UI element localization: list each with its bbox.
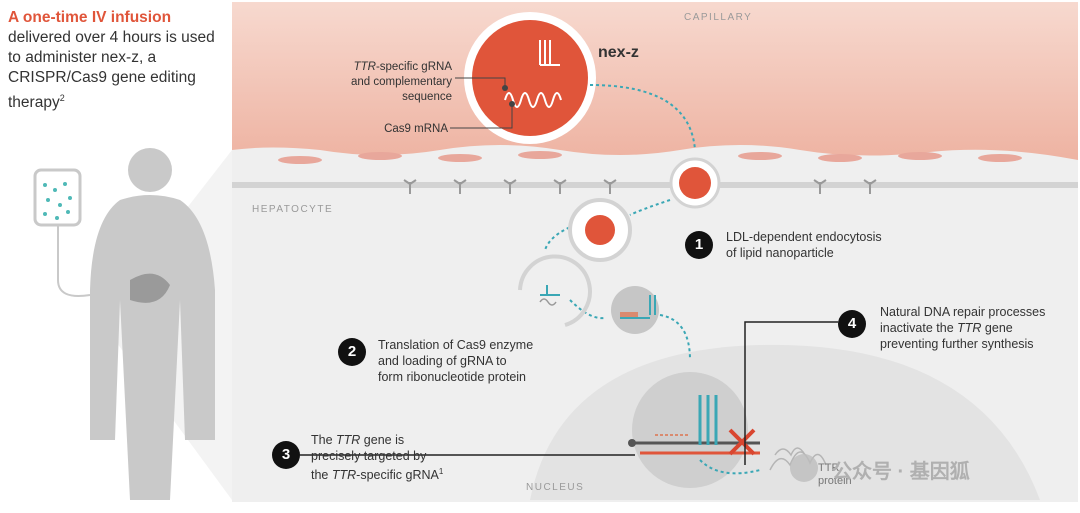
nucleolus <box>632 372 748 488</box>
grna-ttr: TTR <box>353 61 376 73</box>
step-3-line-1a: The <box>311 433 337 447</box>
step-1-line-2: of lipid nanoparticle <box>726 246 834 260</box>
step-2-line-3: form ribonucleotide protein <box>378 370 526 384</box>
intro-line-2: delivered over 4 hours is used <box>8 29 215 46</box>
intro-line-5-text: therapy <box>8 94 60 112</box>
step-3-line-1c: gene is <box>360 433 405 447</box>
hepatocyte-label: HEPATOCYTE <box>252 204 334 215</box>
step-3-line-3c: -specific gRNA <box>356 468 439 483</box>
ldl-receptors <box>403 179 877 194</box>
ttr-protein-label: TTR protein <box>818 462 852 488</box>
step-3-text: The TTR gene is precisely targeted by th… <box>311 432 443 483</box>
step-4-text: Natural DNA repair processes inactivate … <box>880 304 1045 352</box>
liver-icon <box>130 273 170 303</box>
pathway-arrows <box>544 84 761 475</box>
capillary-label: CAPILLARY <box>684 12 753 23</box>
intro-line-4: CRISPR/Cas9 gene editing <box>8 69 196 86</box>
step-4-ttr: TTR <box>957 321 982 335</box>
grna-label-2: and complementary <box>351 76 452 88</box>
cas9-mrna-label: Cas9 mRNA <box>384 123 448 135</box>
step-1-text: LDL-dependent endocytosis of lipid nanop… <box>726 229 882 261</box>
nucleus-label: NUCLEUS <box>526 482 585 493</box>
capillary <box>232 2 1078 160</box>
intro-text: A one-time IV infusion delivered over 4 … <box>8 8 243 113</box>
wechat-icon <box>790 454 818 482</box>
step-3-line-2: precisely targeted by <box>311 449 427 463</box>
nex-z-label: nex-z <box>598 44 639 61</box>
step-2-line-2: and loading of gRNA to <box>378 354 507 368</box>
ttr-protein-label-1: TTR <box>818 462 840 474</box>
step-3-ttr-2: TTR <box>331 468 357 483</box>
step-2-text: Translation of Cas9 enzyme and loading o… <box>378 337 533 385</box>
step-2-line-1: Translation of Cas9 enzyme <box>378 338 534 352</box>
intro-footnote: 2 <box>59 93 65 103</box>
grna-label: TTR-specific gRNA and complementary sequ… <box>300 60 452 105</box>
step-3-ttr-1: TTR <box>336 433 361 447</box>
ttr-protein-glyph <box>769 447 827 471</box>
step-3-footnote: 1 <box>438 467 444 476</box>
step-4-badge: 4 <box>838 310 866 338</box>
patient-figure <box>33 148 215 500</box>
cas9-rnp <box>611 286 659 334</box>
step-3-line-3a: the <box>311 468 332 483</box>
intro-line-3: to administer nex-z, a <box>8 49 157 66</box>
grna-label-3: sequence <box>402 91 452 103</box>
step-4-line-2a: inactivate the <box>880 321 958 335</box>
ttr-protein-label-2: protein <box>818 475 852 487</box>
cut-site-x <box>728 428 756 456</box>
grna-label-1: -specific gRNA <box>375 61 452 73</box>
step-3-badge: 3 <box>272 441 300 469</box>
step-2-badge: 2 <box>338 338 366 366</box>
intro-headline: A one-time IV infusion <box>8 9 172 26</box>
step-1-badge: 1 <box>685 231 713 259</box>
step-4-line-1: Natural DNA repair processes <box>880 305 1046 319</box>
step-4-line-3: preventing further synthesis <box>880 337 1034 351</box>
watermark: 公众号 · 基因狐 <box>832 461 970 483</box>
step-1-line-1: LDL-dependent endocytosis <box>726 230 882 244</box>
step-4-line-2c: gene <box>981 321 1013 335</box>
intro-line-5: therapy2 <box>8 88 243 113</box>
